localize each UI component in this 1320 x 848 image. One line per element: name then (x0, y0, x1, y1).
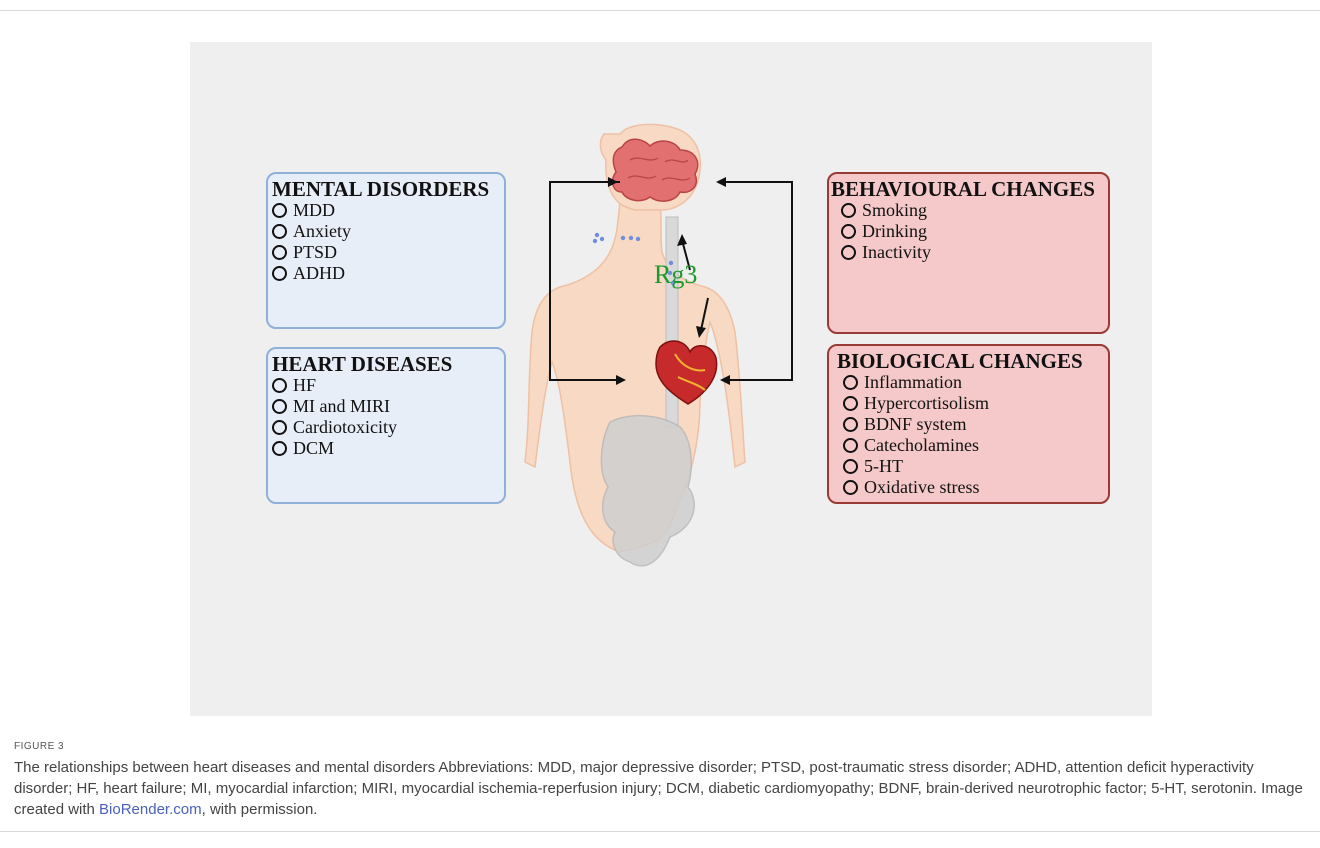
digestive-system (601, 416, 694, 566)
circle-bullet-icon (843, 375, 858, 390)
list-item: Drinking (841, 221, 1108, 242)
circle-bullet-icon (272, 441, 287, 456)
circle-bullet-icon (272, 245, 287, 260)
circle-bullet-icon (841, 224, 856, 239)
list-item: BDNF system (843, 414, 1108, 435)
circle-bullet-icon (272, 399, 287, 414)
list-item: Smoking (841, 200, 1108, 221)
heart-diseases-title: HEART DISEASES (272, 353, 504, 375)
list-item: DCM (272, 438, 504, 459)
circle-bullet-icon (272, 266, 287, 281)
mental-disorders-box: MENTAL DISORDERS MDD Anxiety PTSD ADHD (266, 172, 506, 329)
biorender-link[interactable]: BioRender.com (99, 801, 202, 818)
circle-bullet-icon (843, 438, 858, 453)
list-item: ADHD (272, 263, 504, 284)
circle-bullet-icon (843, 396, 858, 411)
circle-bullet-icon (841, 245, 856, 260)
caption-text-end: , with permission. (202, 801, 318, 818)
list-item: MI and MIRI (272, 396, 504, 417)
list-item: Hypercortisolism (843, 393, 1108, 414)
circle-bullet-icon (843, 417, 858, 432)
list-item: Inactivity (841, 242, 1108, 263)
circle-bullet-icon (841, 203, 856, 218)
list-item: Oxidative stress (843, 477, 1108, 498)
behavioural-changes-title: BEHAVIOURAL CHANGES (831, 178, 1108, 200)
mental-disorders-title: MENTAL DISORDERS (272, 178, 504, 200)
list-item: Anxiety (272, 221, 504, 242)
list-item: Catecholamines (843, 435, 1108, 456)
circle-bullet-icon (272, 203, 287, 218)
circle-bullet-icon (272, 420, 287, 435)
rg3-label: Rg3 (654, 260, 697, 290)
list-item: HF (272, 375, 504, 396)
circle-bullet-icon (843, 480, 858, 495)
circle-bullet-icon (843, 459, 858, 474)
behavioural-changes-box: BEHAVIOURAL CHANGES Smoking Drinking Ina… (827, 172, 1110, 334)
figure-caption: The relationships between heart diseases… (14, 757, 1309, 820)
list-item: Inflammation (843, 372, 1108, 393)
figure-label: FIGURE 3 (14, 741, 64, 752)
list-item: 5-HT (843, 456, 1108, 477)
list-item: MDD (272, 200, 504, 221)
biological-changes-box: BIOLOGICAL CHANGES Inflammation Hypercor… (827, 344, 1110, 504)
circle-bullet-icon (272, 378, 287, 393)
heart-diseases-box: HEART DISEASES HF MI and MIRI Cardiotoxi… (266, 347, 506, 504)
circle-bullet-icon (272, 224, 287, 239)
list-item: PTSD (272, 242, 504, 263)
biological-changes-title: BIOLOGICAL CHANGES (837, 350, 1108, 372)
figure-image: Rg3 MENTAL DISORDERS MDD Anxiety PTSD AD… (190, 42, 1152, 716)
list-item: Cardiotoxicity (272, 417, 504, 438)
